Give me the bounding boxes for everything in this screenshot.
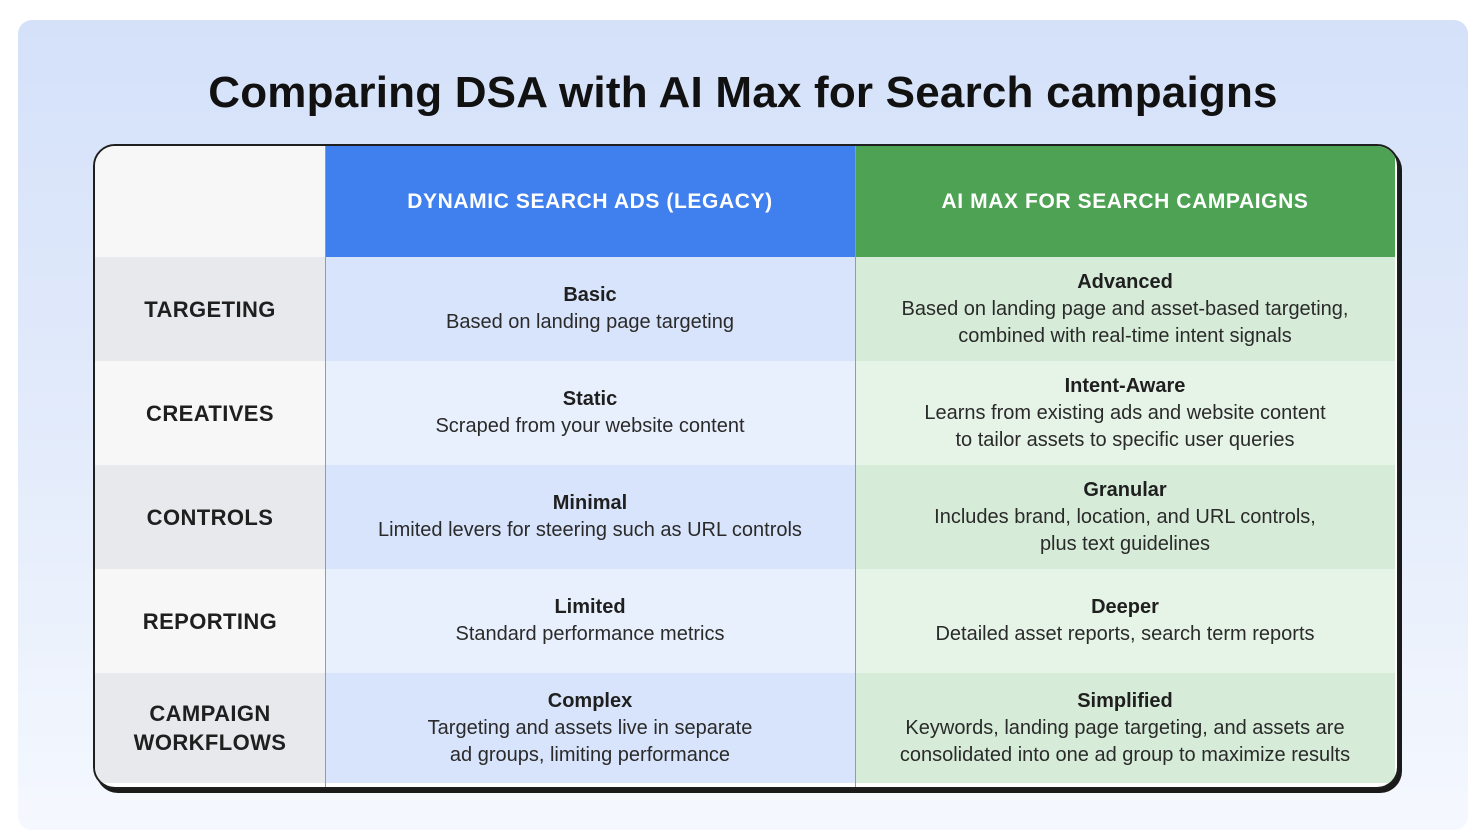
column-divider <box>855 146 856 787</box>
cell-heading: Granular <box>1083 478 1167 501</box>
column-header-ai-max: AI MAX FOR SEARCH CAMPAIGNS <box>855 146 1395 257</box>
row-label-text: CONTROLS <box>146 504 274 530</box>
column-divider <box>325 146 326 787</box>
cell-description: Keywords, landing page targeting, and as… <box>905 716 1345 739</box>
cell-heading: Limited <box>554 596 626 618</box>
cell-description: Targeting and assets live in separate <box>427 716 753 739</box>
row-label: CONTROLS <box>95 465 325 569</box>
row-label-text: CAMPAIGN <box>149 701 271 726</box>
row-label: CAMPAIGN WORKFLOWS <box>95 673 325 783</box>
cell-heading: Basic <box>563 284 617 306</box>
cell-description: Learns from existing ads and website con… <box>924 401 1326 424</box>
comparison-card: Comparing DSA with AI Max for Search cam… <box>18 20 1468 830</box>
cell-description: Includes brand, location, and URL contro… <box>934 505 1316 528</box>
cell-description: Scraped from your website content <box>435 415 745 437</box>
row-label: CREATIVES <box>95 361 325 465</box>
cell-heading: Complex <box>547 689 633 712</box>
comparison-table: DYNAMIC SEARCH ADS (LEGACY) AI MAX FOR S… <box>93 144 1399 789</box>
cell-heading: Intent-Aware <box>1064 374 1186 397</box>
cell-description: Based on landing page and asset-based ta… <box>901 297 1349 320</box>
cell-heading: Simplified <box>1077 689 1173 712</box>
cell-description: ad groups, limiting performance <box>449 743 731 766</box>
page-title: Comparing DSA with AI Max for Search cam… <box>208 68 1278 117</box>
table-corner-cell <box>95 146 325 257</box>
cell-description: Based on landing page targeting <box>445 311 734 333</box>
column-header-dsa: DYNAMIC SEARCH ADS (LEGACY) <box>325 146 855 257</box>
cell-description: Standard performance metrics <box>455 623 725 645</box>
cell-heading: Advanced <box>1077 270 1173 293</box>
row-label: TARGETING <box>95 257 325 361</box>
cell-description: plus text guidelines <box>1039 532 1211 555</box>
cell-heading: Static <box>562 388 618 410</box>
cell-heading: Minimal <box>552 492 628 514</box>
row-label: REPORTING <box>95 569 325 673</box>
row-label-text: CREATIVES <box>146 400 274 426</box>
row-label-text: TARGETING <box>144 296 276 322</box>
row-label-text: WORKFLOWS <box>133 730 287 755</box>
cell-description: Limited levers for steering such as URL … <box>378 519 802 541</box>
cell-description: combined with real-time intent signals <box>958 324 1292 347</box>
cell-description: Detailed asset reports, search term repo… <box>935 623 1315 645</box>
cell-heading: Deeper <box>1091 596 1159 618</box>
cell-description: consolidated into one ad group to maximi… <box>899 743 1351 766</box>
cell-description: to tailor assets to specific user querie… <box>955 428 1295 451</box>
row-label-text: REPORTING <box>142 608 278 634</box>
